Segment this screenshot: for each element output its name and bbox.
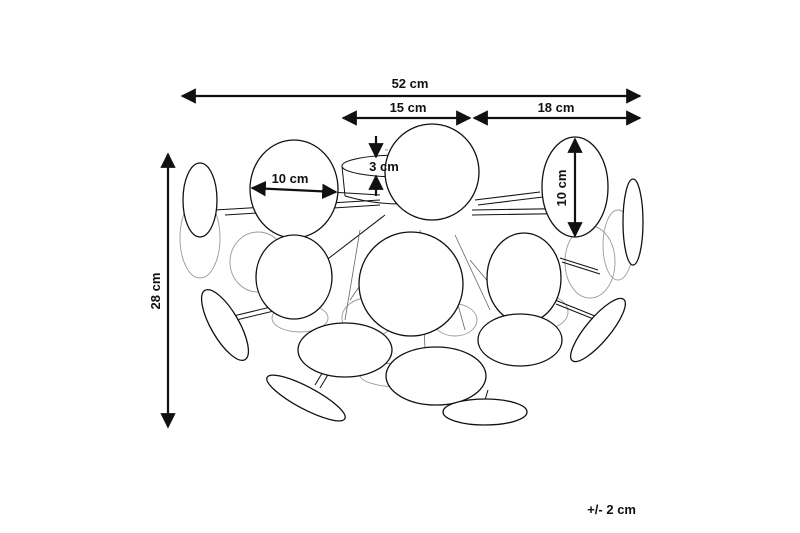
dimension-labels: 52 cm 15 cm 18 cm 3 cm 10 cm 10 cm 28 cm xyxy=(148,76,574,309)
total-height-label: 28 cm xyxy=(148,273,163,310)
canopy-height-label: 3 cm xyxy=(369,159,399,174)
disc-height-label: 10 cm xyxy=(554,170,569,207)
total-width-label: 52 cm xyxy=(392,76,429,91)
disc-diameter-label: 10 cm xyxy=(272,171,309,186)
right-span-label: 18 cm xyxy=(538,100,575,115)
dimension-lines xyxy=(160,88,642,429)
disc-diameter-line xyxy=(250,180,338,200)
tolerance-note: +/- 2 cm xyxy=(587,502,636,517)
top-disc-width-label: 15 cm xyxy=(390,100,427,115)
lamp-illustration xyxy=(179,123,644,426)
foreground-discs xyxy=(182,123,644,426)
